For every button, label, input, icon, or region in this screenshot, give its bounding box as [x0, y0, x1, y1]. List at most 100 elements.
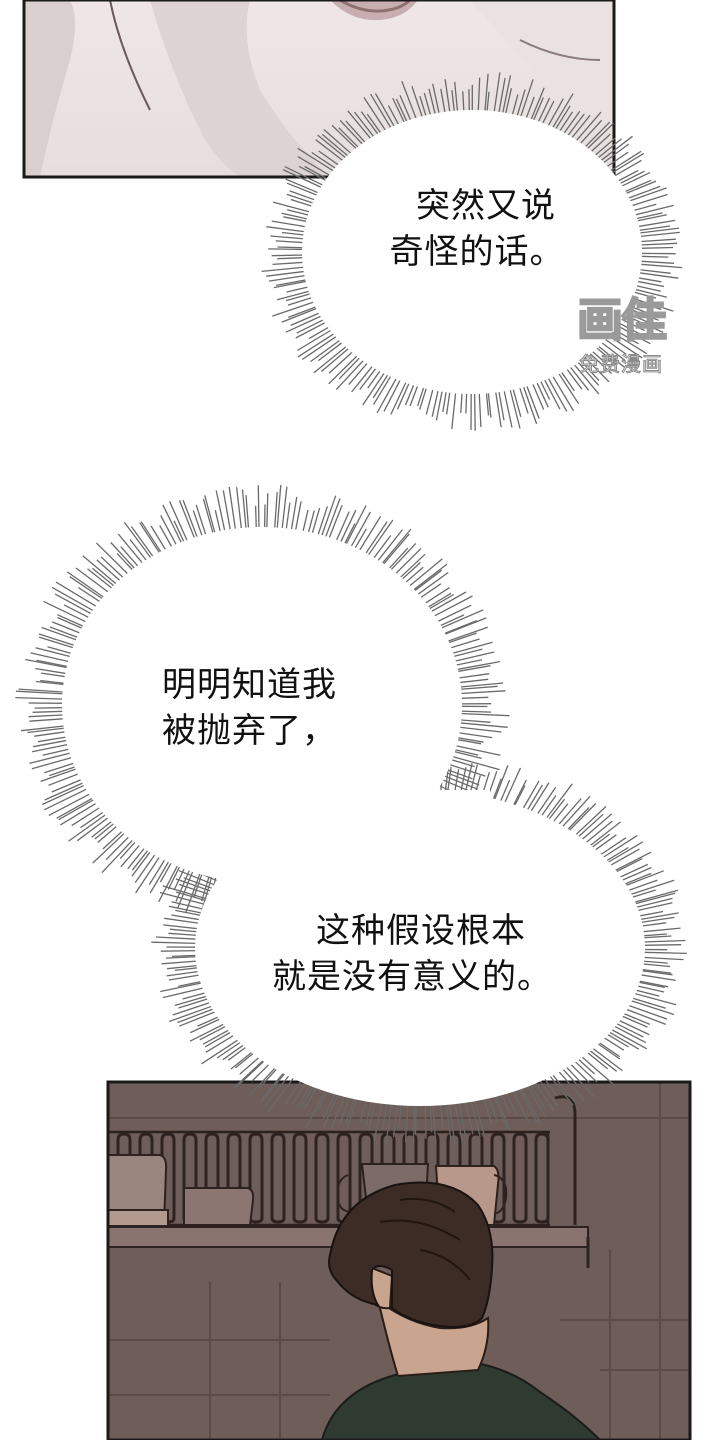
bubble-hatch-line [41, 672, 67, 678]
bubble-hatch-line [160, 949, 198, 952]
bubble-hatch-line [367, 519, 394, 557]
bubble-hatch-line [640, 969, 673, 976]
bubble-hatch-line [271, 220, 307, 228]
bubble-hatch-line [257, 485, 260, 530]
bubble-hatch-line [504, 88, 513, 115]
bubble-hatch-line [43, 788, 88, 811]
bubble-hatch-line [642, 935, 672, 939]
bubble-hatch-line [161, 960, 198, 965]
bubble-hatch-line [633, 204, 674, 216]
bubble-hatch-line [601, 143, 630, 165]
bubble-hatch-line [177, 1007, 215, 1024]
bubble-hatch-line [636, 280, 665, 288]
speech-bubble-1 [302, 110, 642, 394]
bubble-hatch-line [286, 286, 310, 293]
bubble-hatch-line [620, 172, 651, 188]
rack-bar [512, 1132, 528, 1224]
bubble-hatch-line [512, 779, 527, 807]
bubble-hatch-line [110, 542, 137, 570]
bubble-hatch-line [318, 150, 340, 167]
bubble-hatch-line [605, 846, 629, 862]
bubble-hatch-line [453, 651, 495, 663]
bubble-hatch-line [633, 892, 676, 905]
bubble-hatch-line [35, 667, 68, 675]
bubble-hatch-line [317, 134, 348, 160]
bubble-hatch-line [454, 1101, 464, 1144]
bubble-hatch-line [633, 288, 667, 298]
bubble-hatch-line [590, 350, 610, 367]
bubble-hatch-line [76, 816, 110, 842]
bubble-hatch-line [547, 376, 568, 412]
bubble-hatch-line [411, 85, 424, 119]
bubble-hatch-line [630, 297, 674, 312]
bubble-hatch-line [619, 317, 645, 332]
bubble-hatch-line [454, 659, 483, 667]
bubble-hatch-line [320, 347, 350, 372]
bubble-hatch-line [148, 858, 166, 886]
bubble-hatch-line [600, 341, 626, 362]
bubble-hatch-line [589, 133, 611, 153]
bubble-hatch-line [603, 337, 627, 355]
bubble-hatch-line [362, 371, 386, 406]
bubble-hatch-line [446, 766, 452, 794]
bubble-hatch-line [258, 1067, 278, 1089]
bubble-hatch-line [94, 822, 116, 840]
speech-text-2-line2: 被抛弃了， [162, 711, 337, 751]
bubble-hatch-line [71, 806, 101, 827]
bubble-hatch-line [20, 725, 66, 732]
bubble-hatch-line [492, 778, 502, 801]
bubble-hatch-line [593, 137, 616, 157]
bubble-hatch-line [328, 504, 343, 540]
bubble-hatch-line [641, 927, 681, 933]
bubble-hatch-line [230, 1050, 254, 1070]
bubble-hatch-line [317, 506, 329, 537]
bubble-hatch-line [29, 718, 65, 722]
bubble-hatch-line [320, 495, 337, 538]
bubble-hatch-line [173, 520, 186, 544]
bubble-hatch-line [459, 690, 506, 695]
bubble-hatch-line [459, 712, 510, 717]
bubble-hatch-line [452, 648, 483, 658]
bubble-hatch-line [215, 490, 226, 533]
bubble-hatch-line [31, 743, 70, 753]
bubble-hatch-line [241, 489, 247, 530]
bubble-hatch-line [519, 79, 534, 119]
bubble-hatch-line [297, 156, 332, 177]
bubble-hatch-line [539, 379, 551, 400]
bubble-hatch-line [27, 727, 66, 734]
bubble-hatch-line [609, 150, 642, 173]
bubble-hatch-line [520, 1086, 542, 1125]
bubble-hatch-line [392, 1103, 398, 1138]
bubble-hatch-line [163, 924, 199, 930]
bubble-hatch-line [435, 389, 444, 421]
bubble-hatch-line [162, 885, 209, 900]
bubble-hatch-line [610, 152, 645, 174]
bubble-hatch-line [454, 81, 459, 113]
bubble-hatch-line [346, 1097, 358, 1130]
bubble-hatch-line [171, 914, 201, 921]
bubble-hatch-line [32, 710, 65, 713]
bubble-hatch-line [40, 767, 78, 783]
bubble-hatch-line [503, 767, 522, 804]
bubble-hatch-line [51, 621, 82, 635]
bubble-hatch-line [183, 877, 214, 890]
bubble-hatch-line [311, 507, 321, 535]
bubble-hatch-line [171, 901, 205, 910]
bubble-hatch-line [380, 528, 412, 565]
bubble-hatch-line [602, 1036, 625, 1051]
bubble-hatch-line [178, 997, 210, 1009]
bubble-hatch-line [642, 933, 667, 937]
bubble-hatch-line [275, 240, 305, 244]
bubble-hatch-line [500, 1093, 511, 1115]
bubble-hatch-line [599, 837, 627, 857]
bubble-hatch-line [387, 105, 400, 127]
bubble-hatch-line [201, 1038, 240, 1065]
bubble-hatch-line [331, 124, 358, 151]
bubble-hatch-line [629, 879, 675, 896]
bubble-hatch-line [495, 1094, 511, 1131]
bubble-hatch-line [439, 1103, 444, 1128]
bubble-hatch-line [398, 553, 426, 579]
bubble-hatch-line [159, 525, 173, 549]
bubble-hatch-line [182, 499, 199, 539]
bubble-hatch-line [272, 300, 316, 317]
